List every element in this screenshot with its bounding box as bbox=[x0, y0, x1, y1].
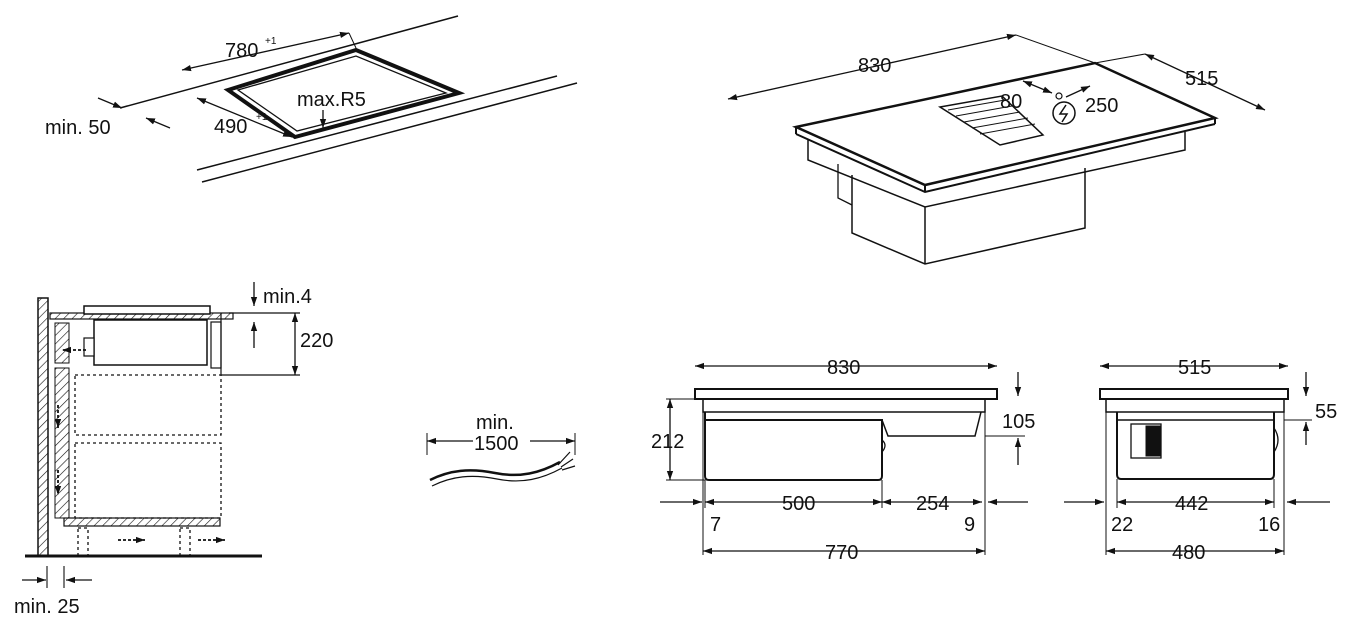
cabinet-base bbox=[63, 517, 221, 527]
side-offset-right-label: 16 bbox=[1258, 514, 1280, 536]
front-view bbox=[660, 362, 1028, 555]
hob-width-label: 830 bbox=[858, 55, 891, 77]
hob-plate-section bbox=[83, 305, 211, 315]
radius-label: max.R5 bbox=[297, 89, 366, 111]
worktop-edge-front-2 bbox=[201, 82, 578, 183]
section-view bbox=[22, 282, 300, 588]
edge-min-label: min. 50 bbox=[45, 117, 111, 139]
gap-min-label: min.4 bbox=[263, 286, 312, 308]
front-body bbox=[704, 412, 883, 481]
front-bottom-label: 770 bbox=[825, 542, 858, 564]
front-offset-left-label: 7 bbox=[710, 514, 721, 536]
side-body bbox=[1116, 412, 1275, 480]
side-width-label: 515 bbox=[1178, 357, 1211, 379]
hob-3d-view bbox=[727, 33, 1266, 265]
front-height-label: 212 bbox=[651, 431, 684, 453]
cable bbox=[429, 460, 561, 482]
cable-view bbox=[426, 433, 576, 487]
conn-offset-a-label: 80 bbox=[1000, 91, 1022, 113]
hob-body-section bbox=[93, 319, 208, 366]
section-height-label: 220 bbox=[300, 330, 333, 352]
seg-a-label: 500 bbox=[782, 493, 815, 515]
cable-min-label: min. bbox=[476, 412, 514, 434]
worktop-edge-back bbox=[119, 15, 459, 109]
cutout-width-tolerance: +1 bbox=[265, 36, 277, 47]
cutout-width-label: 780 bbox=[225, 40, 258, 62]
cutout-depth-label: 490 bbox=[214, 116, 247, 138]
cutout-depth-dim bbox=[196, 97, 293, 138]
seg-b-label: 254 bbox=[916, 493, 949, 515]
cabinet-back bbox=[54, 367, 70, 519]
cutout-view bbox=[97, 15, 578, 183]
side-inner-label: 442 bbox=[1175, 493, 1208, 515]
hob-depth-label: 515 bbox=[1185, 68, 1218, 90]
front-offset-right-label: 9 bbox=[964, 514, 975, 536]
hob-top-plate bbox=[792, 61, 1219, 187]
cable-length-label: 1500 bbox=[474, 433, 519, 455]
hob-depth-dim bbox=[1144, 53, 1266, 111]
side-height-label: 55 bbox=[1315, 401, 1337, 423]
side-bottom-label: 480 bbox=[1172, 542, 1205, 564]
worktop-edge-front-1 bbox=[196, 75, 558, 171]
front-top-plate bbox=[694, 388, 998, 400]
power-connection-icon bbox=[1052, 101, 1076, 125]
side-top-plate bbox=[1099, 388, 1289, 400]
side-offset-left-label: 22 bbox=[1111, 514, 1133, 536]
cabinet-back-top bbox=[54, 322, 70, 364]
extractor-grille bbox=[937, 95, 1045, 146]
side-view bbox=[1064, 362, 1330, 555]
conn-offset-b-label: 250 bbox=[1085, 95, 1118, 117]
wall-min-label: min. 25 bbox=[14, 596, 80, 618]
drawer-2 bbox=[74, 442, 222, 519]
cutout-width-dim bbox=[181, 31, 350, 72]
side-component bbox=[1130, 423, 1162, 459]
drawer-1 bbox=[74, 374, 222, 436]
cutout-depth-tolerance: +1 bbox=[256, 112, 268, 123]
front-width-label: 830 bbox=[827, 357, 860, 379]
hob-width-dim bbox=[727, 33, 1017, 101]
front-part-height-label: 105 bbox=[1002, 411, 1035, 433]
wall bbox=[37, 297, 49, 557]
